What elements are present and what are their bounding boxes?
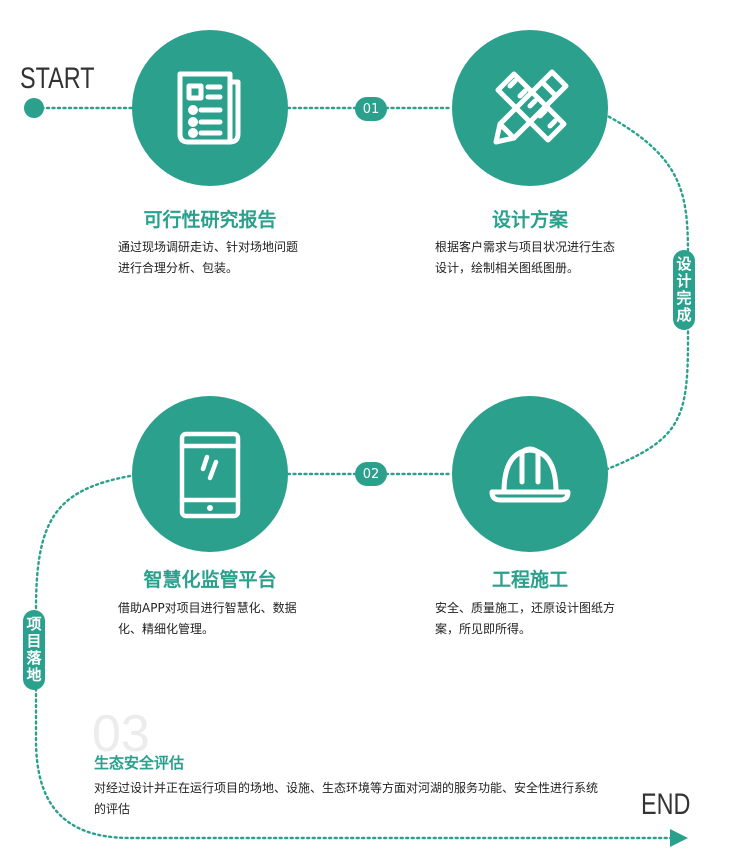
start-label: START (20, 62, 95, 95)
step-3-title: 智慧化监管平台 (143, 569, 277, 591)
marker-01: 01 (355, 97, 387, 121)
end-label: END (641, 788, 691, 821)
step-2-desc: 根据客户需求与项目状况进行生态 设计，绘制相关图纸图册。 (435, 240, 616, 275)
report-icon (177, 71, 241, 145)
step-3-desc: 借助APP对项目进行智慧化、数据 化、精细化管理。 (118, 601, 297, 636)
step-2-title: 设计方案 (491, 209, 568, 231)
end-arrow (670, 829, 688, 847)
eval-title: 生态安全评估 (94, 754, 185, 772)
step-2-circle (452, 30, 608, 186)
step-1-title: 可行性研究报告 (143, 209, 277, 231)
connector-project-landing: 项 目 落 地 (23, 610, 45, 690)
step-1-desc: 通过现场调研走访、针对场地问题 进行合理分析、包装。 (118, 240, 299, 275)
step-4-title: 工程施工 (491, 569, 568, 591)
tablet-icon (179, 431, 241, 519)
step-3-circle (132, 396, 288, 552)
step-1-circle (132, 30, 288, 186)
marker-02: 02 (355, 462, 387, 486)
eval-desc: 对经过设计并正在运行项目的场地、设施、生态环境等方面对河湖的服务功能、安全性进行… (94, 781, 599, 816)
start-dot (24, 98, 44, 118)
connector-design-done: 设 计 完 成 (673, 250, 695, 330)
ruler-pencil-icon (493, 69, 569, 145)
step-4-desc: 安全、质量施工，还原设计图纸方 案，所见即所得。 (435, 601, 616, 636)
hardhat-icon (489, 446, 571, 503)
step-4-circle (452, 396, 608, 552)
step-03-watermark-number: 03 (92, 705, 150, 763)
